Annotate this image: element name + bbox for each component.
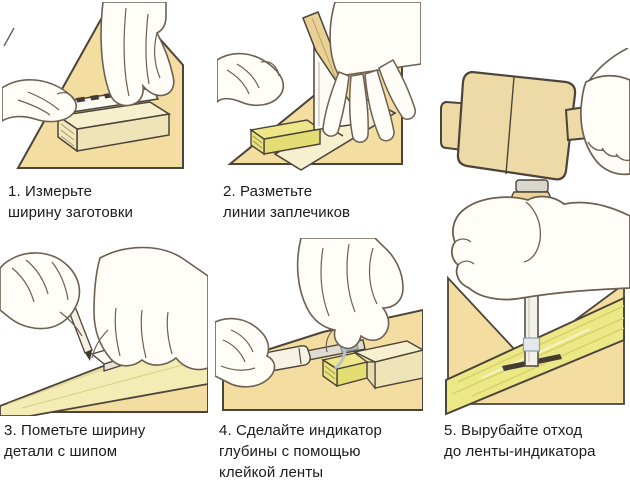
left-hand [2,79,78,123]
left-hand [217,52,285,107]
right-hand [296,238,404,353]
arm-line [3,27,15,47]
mark-tenon-width-illustration [0,246,208,416]
step-1-caption: 1. Измерьте ширину заготовки [8,183,134,221]
tenon-block [321,340,423,390]
right-hand [91,246,208,371]
left-hand [0,252,83,337]
workpiece-board [56,101,172,153]
tape-depth-indicator-illustration [215,238,423,411]
offcut-block [249,119,322,156]
tape-tail [334,350,347,370]
top-hand [580,74,630,176]
step-5-caption: 5. Вырубайте отход до ленты-индикатора [444,422,596,460]
measure-width-illustration [2,2,184,169]
chop-waste-illustration [440,48,630,416]
step-2-caption: 2. Разметьте линии заплечиков [223,183,351,221]
step-3-caption: 3. Пометьте ширину детали с шипом [4,422,146,460]
right-hand [100,2,175,107]
arm-line [587,48,629,83]
mark-shoulders-illustration [217,2,421,171]
tape-indicator-band [522,337,541,352]
step-4-caption: 4. Сделайте индикатор глубины с помощью … [219,422,382,481]
right-hand [322,2,421,143]
chisel-blade [522,285,541,367]
left-hand [215,317,276,388]
gripping-fist [451,195,630,301]
